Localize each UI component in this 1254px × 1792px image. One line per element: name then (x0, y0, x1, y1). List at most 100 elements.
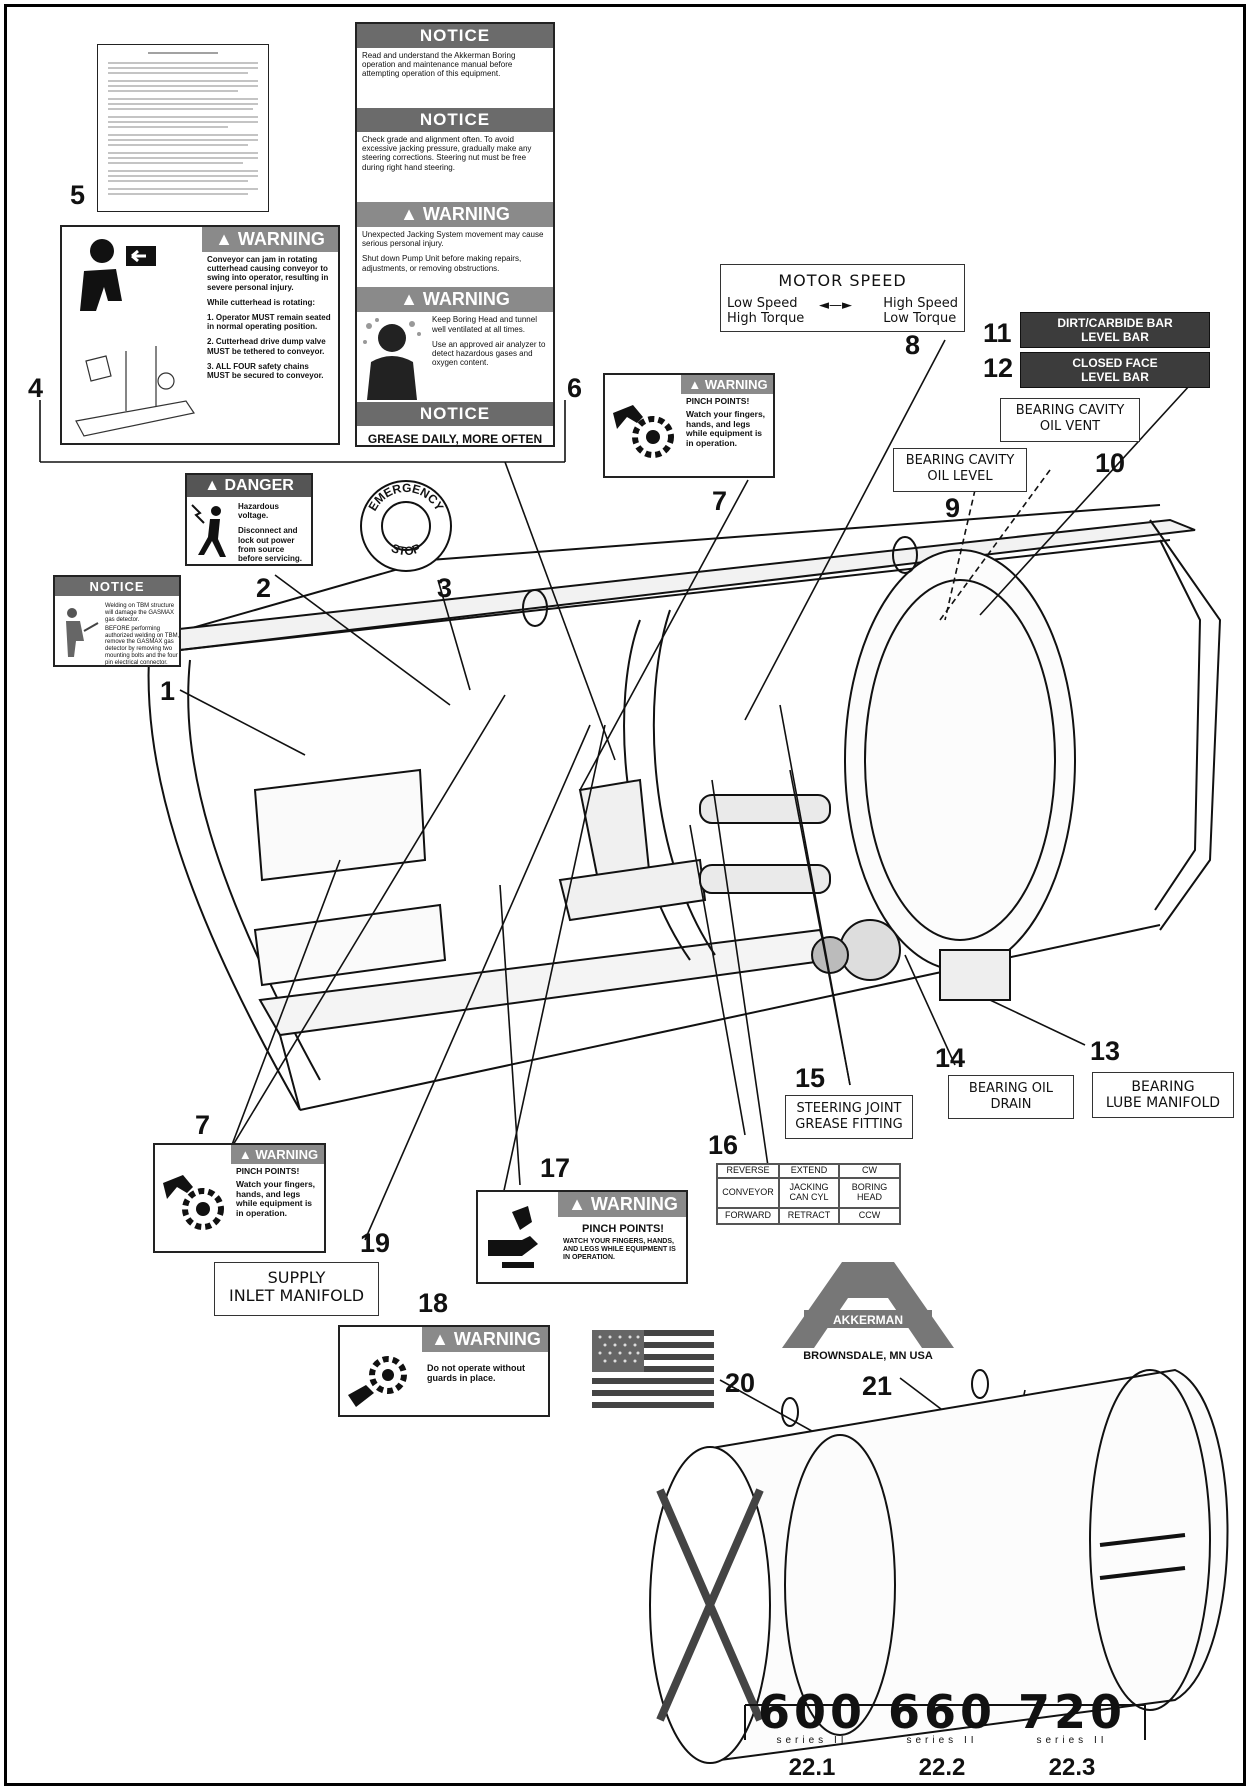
gear-hand-pinch-icon-lower (163, 1175, 224, 1230)
model-720-block: 720 series II 22.3 (1012, 1685, 1132, 1782)
operator-conveyor-pictogram (75, 239, 195, 437)
decal-7-pinch-lower: ▲ WARNING PINCH POINTS! Watch your finge… (153, 1143, 326, 1253)
model-660-block: 660 series II 22.2 (882, 1685, 1002, 1782)
decal-19-l2: INLET MANIFOLD (228, 1286, 365, 1306)
akkerman-location: BROWNSDALE, MN USA (803, 1350, 933, 1362)
decal-6-notice1-header: NOTICE (357, 24, 553, 48)
hand-crush-icon (488, 1206, 538, 1268)
estop-bottom-textpath: STOP (389, 541, 423, 558)
decal-9-l1: BEARING CAVITY (905, 453, 1015, 468)
decal-17-pinch-warning: ▲ WARNING PINCH POINTS! WATCH YOUR FINGE… (476, 1190, 688, 1284)
akkerman-logo: AKKERMAN (782, 1262, 954, 1348)
callout-19: 19 (360, 1228, 391, 1258)
decal-15-steering-grease: STEERING JOINT GREASE FITTING (785, 1095, 913, 1139)
decal-6-warning1-header-text: WARNING (422, 204, 510, 224)
decal-19-l1: SUPPLY (267, 1268, 326, 1287)
decal-16-extend: EXTEND (779, 1164, 839, 1178)
decal-11-l1: DIRT/CARBIDE BAR (1057, 316, 1173, 330)
decal-17-header: ▲ WARNING (558, 1192, 686, 1217)
decal-8-r2: Low Torque (883, 310, 957, 326)
decal-4-right-col: ▲ WARNING Conveyor can jam in rotating c… (202, 227, 338, 383)
decal-5-text-lines (108, 52, 258, 195)
callout-11: 11 (983, 318, 1012, 348)
callout-9: 9 (945, 493, 961, 523)
decal-4-conveyor-warning: ▲ WARNING Conveyor can jam in rotating c… (60, 225, 340, 445)
decal-7-upper-header: ▲ WARNING (681, 375, 773, 394)
decal-6-notice3-header: NOTICE (357, 402, 553, 427)
decal-7-upper-text: Watch your fingers, hands, and legs whil… (686, 408, 766, 449)
decal-4-header-text: WARNING (237, 229, 325, 249)
decal-2-danger-voltage: ▲ DANGER Hazardous voltage. Disconnect a… (185, 473, 313, 566)
decal-4-item2: 2. Cutterhead drive dump valve MUST be t… (207, 337, 326, 356)
decal-6-warning1-header: ▲ WARNING (357, 202, 553, 227)
decal-18-header-text: WARNING (453, 1329, 541, 1349)
decal-4-item1: 1. Operator MUST remain seated in normal… (207, 312, 331, 332)
decal-1-text2: BEFORE performing authorized welding on … (105, 625, 180, 667)
decal-7-upper-right: ▲ WARNING PINCH POINTS! Watch your finge… (681, 375, 773, 452)
decal-6-warning2-texts: Keep Boring Head and tunnel well ventila… (427, 312, 553, 402)
decal-1-texts: Welding on TBM structure will damage the… (103, 601, 180, 667)
decal-17-text: WATCH YOUR FINGERS, HANDS, AND LEGS WHIL… (563, 1238, 676, 1262)
decal-7-lower-text: Watch your fingers, hands, and legs whil… (236, 1178, 316, 1219)
callout-4: 4 (28, 373, 44, 403)
double-arrow-icon: ◄—► (819, 298, 852, 313)
decal-16-forward: FORWARD (717, 1208, 779, 1224)
decal-16-ccw: CCW (839, 1208, 900, 1224)
estop-bottom-text: STOP (389, 541, 423, 558)
model-600-block: 600 series II 22.1 (752, 1685, 872, 1782)
decal-6-warning2-text2: Use an approved air analyzer to detect h… (432, 339, 546, 368)
decal-15-l1: STEERING JOINT (796, 1101, 902, 1116)
decal-7-lower-header: ▲ WARNING (231, 1145, 324, 1164)
decal-9-l2: OIL LEVEL (927, 468, 993, 484)
callout-14: 14 (935, 1043, 966, 1073)
callout-13: 13 (1090, 1036, 1121, 1066)
model-660-ref: 22.2 (918, 1754, 966, 1781)
callout-7-lower: 7 (195, 1110, 211, 1140)
decal-16-control-labels: REVERSE EXTEND CW CONVEYOR JACKING CAN C… (716, 1163, 901, 1225)
callout-16: 16 (708, 1130, 739, 1160)
decal-20-us-flag (592, 1330, 714, 1408)
decal-18-guards-warning: ▲ WARNING Do not operate without guards … (338, 1325, 550, 1417)
callout-15: 15 (795, 1063, 826, 1093)
decal-12-closed-face-bar: CLOSED FACE LEVEL BAR (1020, 352, 1210, 388)
callout-10: 10 (1095, 448, 1126, 478)
decal-16-retract: RETRACT (779, 1208, 839, 1224)
decal-16-jacking: JACKING CAN CYL (779, 1178, 839, 1208)
decal-14-l1: BEARING OIL (968, 1081, 1054, 1096)
decal-6-notice2-text: Check grade and alignment often. To avoi… (362, 135, 532, 172)
decal-19-supply-inlet-manifold: SUPPLY INLET MANIFOLD (214, 1262, 379, 1316)
welder-icon (66, 608, 99, 657)
model-600-series: series II (776, 1735, 848, 1746)
decal-13-l2: LUBE MANIFOLD (1105, 1095, 1221, 1112)
callout-7-upper: 7 (712, 486, 728, 516)
model-600-ref: 22.1 (788, 1754, 836, 1781)
decal-1-header: NOTICE (55, 577, 179, 596)
callout-5: 5 (70, 180, 86, 210)
decal-7-pinch-upper: ▲ WARNING PINCH POINTS! Watch your finge… (603, 373, 775, 478)
callout-8: 8 (905, 330, 921, 360)
model-660-series: series II (906, 1735, 978, 1746)
decal-1-welding-notice: NOTICE Welding on TBM structure will dam… (53, 575, 181, 667)
callout-17: 17 (540, 1153, 571, 1183)
decal-6-notice-stack: NOTICE Read and understand the Akkerman … (355, 22, 555, 447)
decal-16-reverse: REVERSE (717, 1164, 779, 1178)
decal-2-text2: Disconnect and lock out power from sourc… (238, 526, 303, 563)
decal-8-left: Low Speed High Torque (727, 296, 804, 327)
decal-10-l2: OIL VENT (1039, 418, 1101, 434)
decal-10-l1: BEARING CAVITY (1015, 403, 1125, 418)
decal-2-header-text: DANGER (224, 477, 294, 494)
decal-6-warning2-header-text: WARNING (422, 289, 510, 310)
decal-6-warning2-text: Keep Boring Head and tunnel well ventila… (432, 315, 537, 334)
model-720-ref: 22.3 (1048, 1754, 1096, 1781)
decal-13-l1: BEARING (1131, 1079, 1195, 1095)
decal-16-boring-head: BORING HEAD (839, 1178, 900, 1208)
callout-1: 1 (160, 676, 176, 706)
decal-6-warning1-text: Unexpected Jacking System movement may c… (362, 230, 544, 249)
decal-4-header: ▲ WARNING (202, 227, 338, 252)
respirator-person-icon (363, 318, 421, 401)
decal-7-lower-title: PINCH POINTS! (236, 1166, 300, 1176)
decal-15-l2: GREASE FITTING (795, 1116, 903, 1132)
decal-14-l2: DRAIN (990, 1096, 1032, 1112)
decal-8-l1: Low Speed (727, 296, 798, 311)
decal-7-upper-header-text: WARNING (704, 377, 768, 392)
